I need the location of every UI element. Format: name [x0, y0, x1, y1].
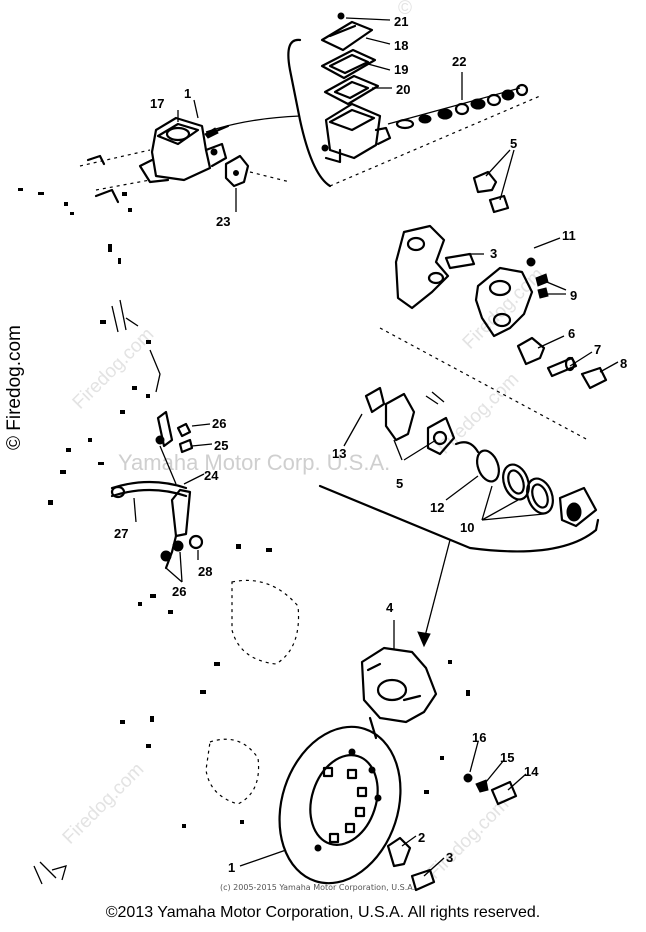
callout-23: 23 [216, 214, 230, 229]
callout-24: 24 [204, 468, 219, 483]
callout-3-mid: 3 [490, 246, 497, 261]
bracket-23 [224, 154, 291, 188]
callout-17: 17 [150, 96, 164, 111]
callout-15: 15 [500, 750, 514, 765]
inset-divider-mid [379, 327, 589, 441]
callout-14: 14 [524, 764, 539, 779]
callout-19: 19 [394, 62, 408, 77]
watermark-diagonal: Firedog.com [424, 794, 514, 884]
inset-bracket-top [287, 38, 332, 188]
piston-kit-22 [387, 83, 529, 130]
callout-26-top: 26 [212, 416, 226, 431]
assembly-arrow [423, 539, 451, 641]
callout-12: 12 [430, 500, 444, 515]
callout-7: 7 [594, 342, 601, 357]
callout-5-bottom: 5 [396, 476, 403, 491]
assembly-arrowhead [417, 631, 431, 648]
bleed-screw-parts [463, 773, 518, 806]
callout-4: 4 [386, 600, 394, 615]
callout-27: 27 [114, 526, 128, 541]
callout-22: 22 [452, 54, 466, 69]
caliper-support-parts [394, 170, 549, 338]
callout-8: 8 [620, 356, 627, 371]
brake-hose-assembly [48, 386, 204, 570]
callout-13: 13 [332, 446, 346, 461]
callout-5-top: 5 [510, 136, 517, 151]
copyright-notice: ©2013 Yamaha Motor Corporation, U.S.A. A… [105, 904, 541, 921]
master-cylinder-17 [138, 115, 301, 184]
callout-10: 10 [460, 520, 474, 535]
callout-1-top: 1 [184, 86, 191, 101]
piston-pin-parts [516, 336, 608, 390]
caliper-inner-parts [364, 386, 598, 528]
handlebar-fragments [18, 149, 161, 393]
inset-bracket-mid [318, 484, 600, 553]
watermark-diagonal: Firedog.com [69, 324, 159, 414]
callout-16: 16 [472, 730, 486, 745]
watermark-top-symbol: © [398, 0, 412, 19]
callout-20: 20 [396, 82, 410, 97]
callout-2: 2 [418, 830, 425, 845]
brake-disc-1 [278, 725, 402, 885]
caliper-4 [360, 646, 438, 740]
disc-bolt-parts [386, 836, 436, 892]
callout-26-bottom: 26 [172, 584, 186, 599]
leader-lines [133, 17, 619, 877]
inset-divider-top [329, 95, 541, 187]
micro-credit: (c) 2005-2015 Yamaha Motor Corporation, … [220, 883, 415, 892]
callout-6: 6 [568, 326, 575, 341]
callout-18: 18 [394, 38, 408, 53]
reservoir-cap-stack [320, 12, 392, 164]
callout-9: 9 [570, 288, 577, 303]
watermark-diagonal: Firedog.com [59, 759, 149, 849]
callout-28: 28 [198, 564, 212, 579]
callout-1-bottom: 1 [228, 860, 235, 875]
callout-21: 21 [394, 14, 408, 29]
callout-25: 25 [214, 438, 228, 453]
callout-11: 11 [562, 228, 576, 243]
watermark-vertical: © Firedog.com [4, 325, 25, 450]
callout-3-bottom: 3 [446, 850, 453, 865]
wheel-hub-faint [33, 544, 470, 885]
watermark-center: Yamaha Motor Corp. U.S.A. [118, 450, 390, 475]
